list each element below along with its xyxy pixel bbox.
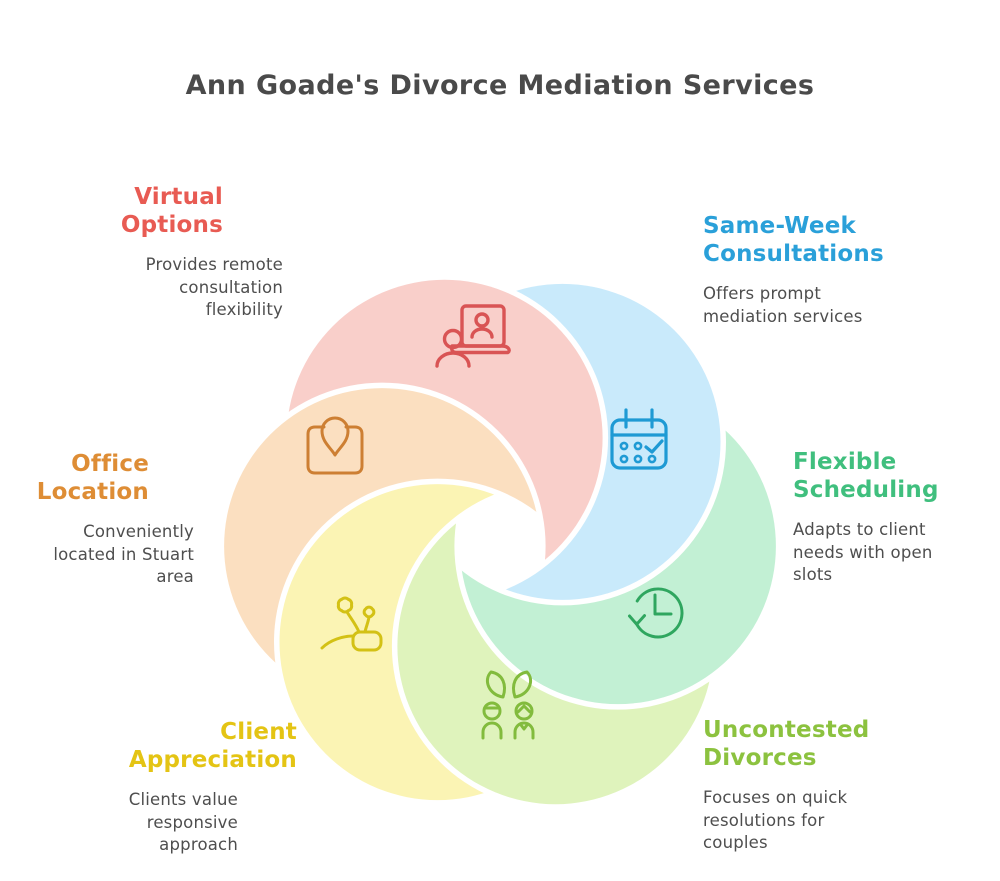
- page-title: Ann Goade's Divorce Mediation Services: [185, 70, 815, 101]
- location-bag-icon: [306, 416, 364, 475]
- segment-description: Provides remote consultation flexibility: [145, 255, 283, 319]
- segment-heading: Flexible Scheduling: [793, 449, 939, 504]
- segment-label-virtual-options: Virtual Options Provides remote consulta…: [33, 183, 283, 321]
- couple-icon: [481, 670, 535, 740]
- segment-label-flexible-scheduling: Flexible Scheduling Adapts to client nee…: [793, 448, 1000, 586]
- segment-description: Clients value responsive approach: [128, 790, 238, 854]
- segment-heading: Client Appreciation: [128, 719, 297, 774]
- segment-label-uncontested-divorces: Uncontested Divorces Focuses on quick re…: [703, 716, 983, 854]
- segment-heading: Virtual Options: [120, 184, 223, 239]
- segment-description: Focuses on quick resolutions for couples: [703, 788, 848, 852]
- petal-office-location: [224, 388, 541, 705]
- segment-heading: Uncontested Divorces: [703, 717, 870, 772]
- flowers-icon: [320, 596, 383, 652]
- segment-label-same-week-consultations: Same-Week Consultations Offers prompt me…: [703, 212, 983, 328]
- segment-heading: Office Location: [36, 451, 149, 506]
- segment-description: Conveniently located in Stuart area: [53, 522, 194, 586]
- segment-label-client-appreciation: Client Appreciation Clients value respon…: [37, 718, 297, 856]
- segment-description: Adapts to client needs with open slots: [793, 520, 933, 584]
- video-call-icon: [435, 304, 511, 368]
- segment-description: Offers prompt mediation services: [703, 284, 863, 326]
- segment-label-office-location: Office Location Conveniently located in …: [0, 450, 194, 588]
- calendar-check-icon: [610, 408, 668, 470]
- segment-heading: Same-Week Consultations: [703, 213, 884, 268]
- pinwheel-diagram: [224, 279, 776, 805]
- history-clock-icon: [628, 587, 684, 639]
